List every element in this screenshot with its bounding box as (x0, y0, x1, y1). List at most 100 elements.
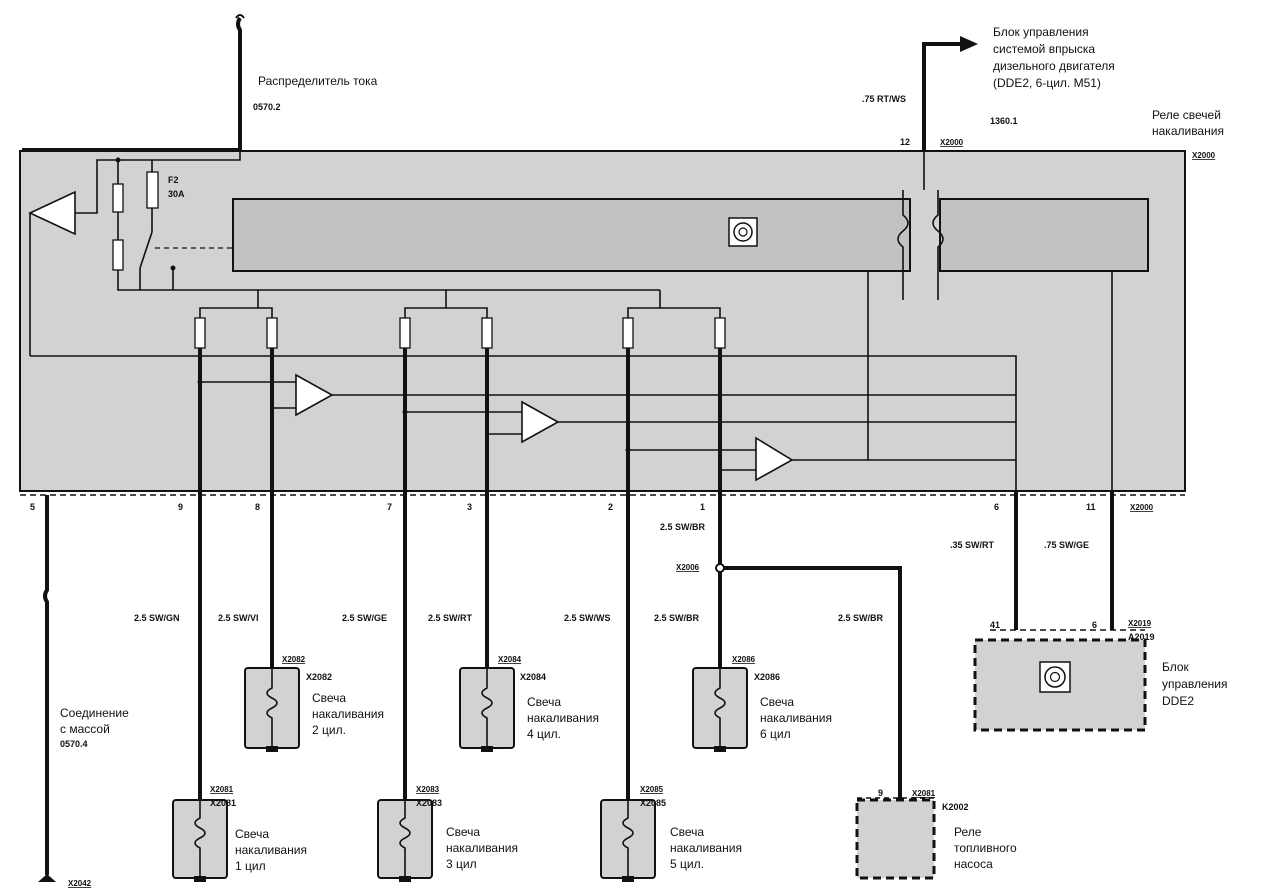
dde2-ecu: 41 6 X2019 A2019 Блок управления DDE2 (973, 619, 1227, 732)
wire-label-2: 2.5 SW/VI (218, 613, 259, 623)
plug-4-conn-a: X2084 (498, 655, 522, 664)
glow-plug-2: X2082 X2082 Свеча накаливания 2 цил. (244, 655, 384, 752)
plug-resistors (194, 317, 726, 349)
ecu-label-3: DDE2 (1162, 694, 1194, 708)
ecu-conn-a: X2019 (1128, 619, 1152, 628)
plug-5-label-3: 5 цил. (670, 857, 704, 871)
plug-4-conn-b: X2084 (520, 672, 546, 682)
plug-2-label-3: 2 цил. (312, 723, 346, 737)
wire-label-ecu-1: .35 SW/RT (950, 540, 995, 550)
plug-5-label-1: Свеча (670, 825, 704, 839)
ground-label-1: Соединение (60, 706, 129, 720)
output-wires (38, 348, 1114, 882)
splice-label: X2006 (676, 563, 700, 572)
plug-4-label-1: Свеча (527, 695, 561, 709)
plug-3-label-3: 3 цил (446, 857, 477, 871)
plug-2-conn-a: X2082 (282, 655, 306, 664)
wire-label-6: 2.5 SW/BR (654, 613, 700, 623)
pin-2: 2 (608, 502, 613, 512)
wire-label-3: 2.5 SW/GE (342, 613, 387, 623)
pump-label-2: топливного (954, 841, 1017, 855)
relay-chip-icon (728, 217, 758, 247)
pump-label-1: Реле (954, 825, 982, 839)
pump-pin: 9 (878, 788, 883, 798)
plug-6-conn-a: X2086 (732, 655, 756, 664)
bottom-pins: 5 9 8 7 3 2 1 6 11 X2000 (30, 502, 1154, 512)
fuse-label-2: 30A (168, 189, 185, 199)
wire-label-5: 2.5 SW/WS (564, 613, 611, 623)
distributor-feed: Распределитель тока 0570.2 (22, 14, 378, 152)
ground-code: 0570.4 (60, 739, 88, 749)
plug-3-label-1: Свеча (446, 825, 480, 839)
dde-code: 1360.1 (990, 116, 1018, 126)
pin-6: 6 (994, 502, 999, 512)
plug-1-conn-a: X2081 (210, 785, 234, 794)
plug-3-label-2: накаливания (446, 841, 518, 855)
pin-8: 8 (255, 502, 260, 512)
plug-4-label-3: 4 цил. (527, 727, 561, 741)
distributor-code: 0570.2 (253, 102, 281, 112)
pin-11: 11 (1086, 502, 1096, 512)
glow-plug-6: X2086 X2086 Свеча накаливания 6 цил (692, 655, 832, 752)
relay-control-block-right (939, 198, 1149, 272)
dde-wire-label: .75 RT/WS (862, 94, 906, 104)
ground-conn: X2042 (68, 879, 92, 888)
conn-bottom: X2000 (1130, 503, 1154, 512)
pump-label-3: насоса (954, 857, 993, 871)
wire-label-6-top: 2.5 SW/BR (660, 522, 706, 532)
dde-label-1: Блок управления (993, 25, 1089, 39)
plug-2-label-2: накаливания (312, 707, 384, 721)
plug-3-conn-b: X2083 (416, 798, 442, 808)
ecu-pin-41: 41 (990, 620, 1000, 630)
wire-label-4: 2.5 SW/RT (428, 613, 473, 623)
glow-plug-5: X2085 X2085 Свеча накаливания 5 цил. (600, 785, 742, 882)
dde-input: Блок управления системой впрыска дизельн… (862, 25, 1224, 160)
relay-label-1: Реле свечей (1152, 108, 1221, 122)
pin-3: 3 (467, 502, 472, 512)
glow-plug-4: X2084 X2084 Свеча накаливания 4 цил. (459, 655, 599, 752)
plug-1-conn-b: X2081 (210, 798, 236, 808)
relay-conn: X2000 (1192, 151, 1216, 160)
pin-5: 5 (30, 502, 35, 512)
plug-2-conn-b: X2082 (306, 672, 332, 682)
pin-9: 9 (178, 502, 183, 512)
glow-plug-1: X2081 X2081 Свеча накаливания 1 цил (172, 785, 307, 882)
relay-fuse-icon: F2 30A (28, 150, 241, 356)
plug-5-conn-a: X2085 (640, 785, 664, 794)
dde-arrow-icon (960, 36, 978, 52)
ecu-conn-b: A2019 (1128, 632, 1155, 642)
ground-info: Соединение с массой 0570.4 X2042 (60, 706, 129, 888)
plug-1-label-3: 1 цил (235, 859, 266, 873)
dde-label-4: (DDE2, 6-цил. M51) (993, 76, 1101, 90)
pin-7: 7 (387, 502, 392, 512)
ecu-label-1: Блок (1162, 660, 1190, 674)
plug-4-label-2: накаливания (527, 711, 599, 725)
fuse-label-1: F2 (168, 175, 179, 185)
plug-5-conn-b: X2085 (640, 798, 666, 808)
pin-1: 1 (700, 502, 705, 512)
wire-label-pump: 2.5 SW/BR (838, 613, 884, 623)
ground-icon (38, 874, 56, 882)
comparator-icons (197, 373, 1016, 482)
fuel-pump-relay: 9 X2081 K2002 Реле топливного насоса (855, 788, 1017, 880)
pump-conn-a: X2081 (912, 789, 936, 798)
pin-12: 12 (900, 137, 910, 147)
ecu-chip-icon (1039, 661, 1071, 693)
plug-6-label-3: 6 цил (760, 727, 791, 741)
plug-2-label-1: Свеча (312, 691, 346, 705)
relay-label-2: накаливания (1152, 124, 1224, 138)
ground-label-2: с массой (60, 722, 110, 736)
plug-1-label-1: Свеча (235, 827, 269, 841)
plug-3-conn-a: X2083 (416, 785, 440, 794)
wire-labels: 2.5 SW/GN 2.5 SW/VI 2.5 SW/GE 2.5 SW/RT … (134, 522, 1089, 623)
wire-label-ecu-2: .75 SW/GE (1044, 540, 1089, 550)
glow-plug-3: X2083 X2083 Свеча накаливания 3 цил (377, 785, 518, 882)
plug-1-label-2: накаливания (235, 843, 307, 857)
plug-6-label-1: Свеча (760, 695, 794, 709)
plug-5-label-2: накаливания (670, 841, 742, 855)
dde-label-2: системой впрыска (993, 42, 1095, 56)
relay-control-block (232, 198, 911, 272)
ecu-label-2: управления (1162, 677, 1227, 691)
distributor-label: Распределитель тока (258, 74, 378, 88)
